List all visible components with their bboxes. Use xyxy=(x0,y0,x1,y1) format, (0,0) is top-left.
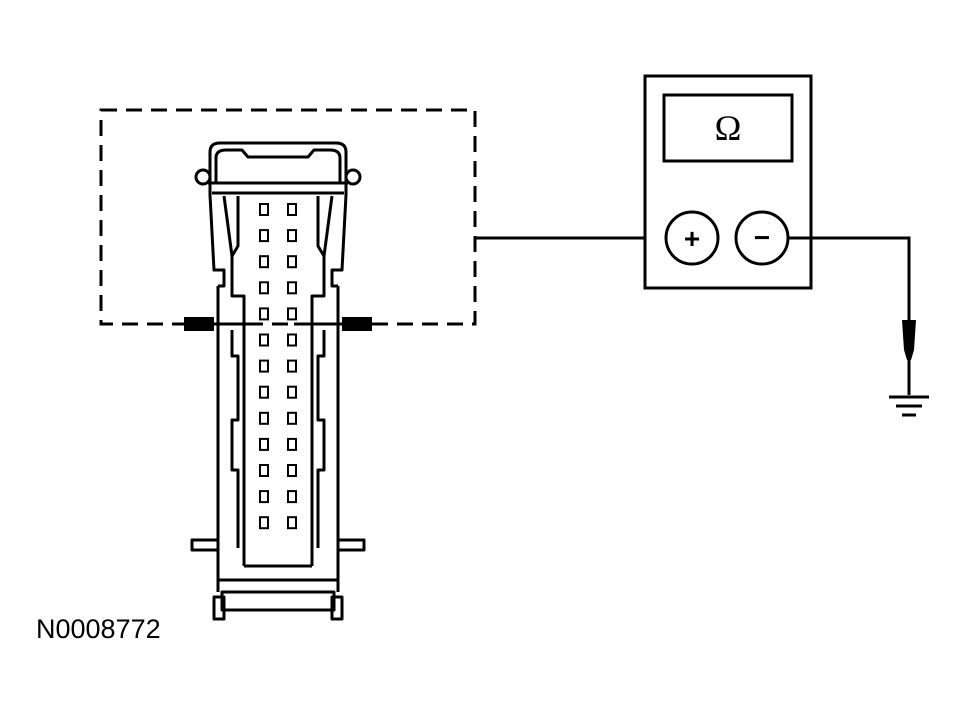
pin-cavity xyxy=(259,333,269,347)
connector-base xyxy=(220,590,336,612)
ground-symbol-icon xyxy=(889,395,929,417)
ground-probe-body xyxy=(902,320,916,360)
pin-cavity xyxy=(287,411,297,425)
right-probe xyxy=(294,317,372,331)
positive-terminal xyxy=(664,210,720,266)
pin-cavity xyxy=(259,464,269,477)
positive-terminal-label: + xyxy=(684,223,700,254)
pin-cavity xyxy=(259,255,269,269)
connector-latch-right xyxy=(344,168,362,186)
connector-left-rib xyxy=(230,330,240,548)
pin-cavity xyxy=(259,385,269,399)
pin-cavity xyxy=(287,281,297,295)
connector-head-inner xyxy=(214,148,342,182)
pin-cavity xyxy=(259,490,269,504)
ohmmeter: Ω + − xyxy=(643,74,813,290)
pin-cavity xyxy=(287,385,297,399)
pin-cavity xyxy=(287,437,297,451)
pin-cavity xyxy=(287,229,297,243)
connector-pins xyxy=(259,203,297,530)
pin-cavity xyxy=(259,437,269,451)
pin-cavity xyxy=(287,203,297,216)
pin-cavity xyxy=(259,203,269,216)
connector-inner-left xyxy=(230,196,246,566)
negative-terminal-label: − xyxy=(754,222,770,253)
pin-cavity xyxy=(259,307,269,321)
pin-cavity xyxy=(287,255,297,269)
lead-to-ground xyxy=(788,236,911,320)
pin-cavity xyxy=(259,281,269,295)
connector xyxy=(190,141,366,621)
connector-base-lug-right xyxy=(330,595,344,621)
pin-cavity xyxy=(287,359,297,373)
component-boundary-box xyxy=(99,108,477,326)
connector-base-lug-left xyxy=(212,595,226,621)
ohmmeter-display xyxy=(662,93,794,163)
connector-tab-right xyxy=(336,538,366,552)
ohm-symbol: Ω xyxy=(715,108,742,148)
connector-right-rib xyxy=(316,330,326,548)
pin-cavity xyxy=(287,307,297,321)
connector-head xyxy=(208,141,348,172)
pin-cavity xyxy=(287,464,297,477)
left-probe xyxy=(184,317,262,331)
connector-body-left-upper xyxy=(208,172,226,288)
right-probe-body xyxy=(342,317,372,331)
pin-cavity xyxy=(259,359,269,373)
ground-probe xyxy=(902,320,916,395)
connector-tab-left xyxy=(190,538,220,552)
connector-side-detail-left xyxy=(222,195,234,257)
connector-body-right-upper xyxy=(330,172,348,288)
connector-inner-right xyxy=(310,196,326,566)
pin-cavity xyxy=(259,516,269,530)
pin-cavity xyxy=(259,411,269,425)
pin-cavity xyxy=(287,333,297,347)
figure-id-label: N0008772 xyxy=(36,614,161,644)
pin-cavity xyxy=(259,229,269,243)
pin-cavity xyxy=(287,516,297,530)
pin-cavity xyxy=(287,490,297,504)
connector-side-detail-right xyxy=(322,195,334,257)
left-probe-body xyxy=(184,317,214,331)
connector-latch-left xyxy=(194,168,212,186)
